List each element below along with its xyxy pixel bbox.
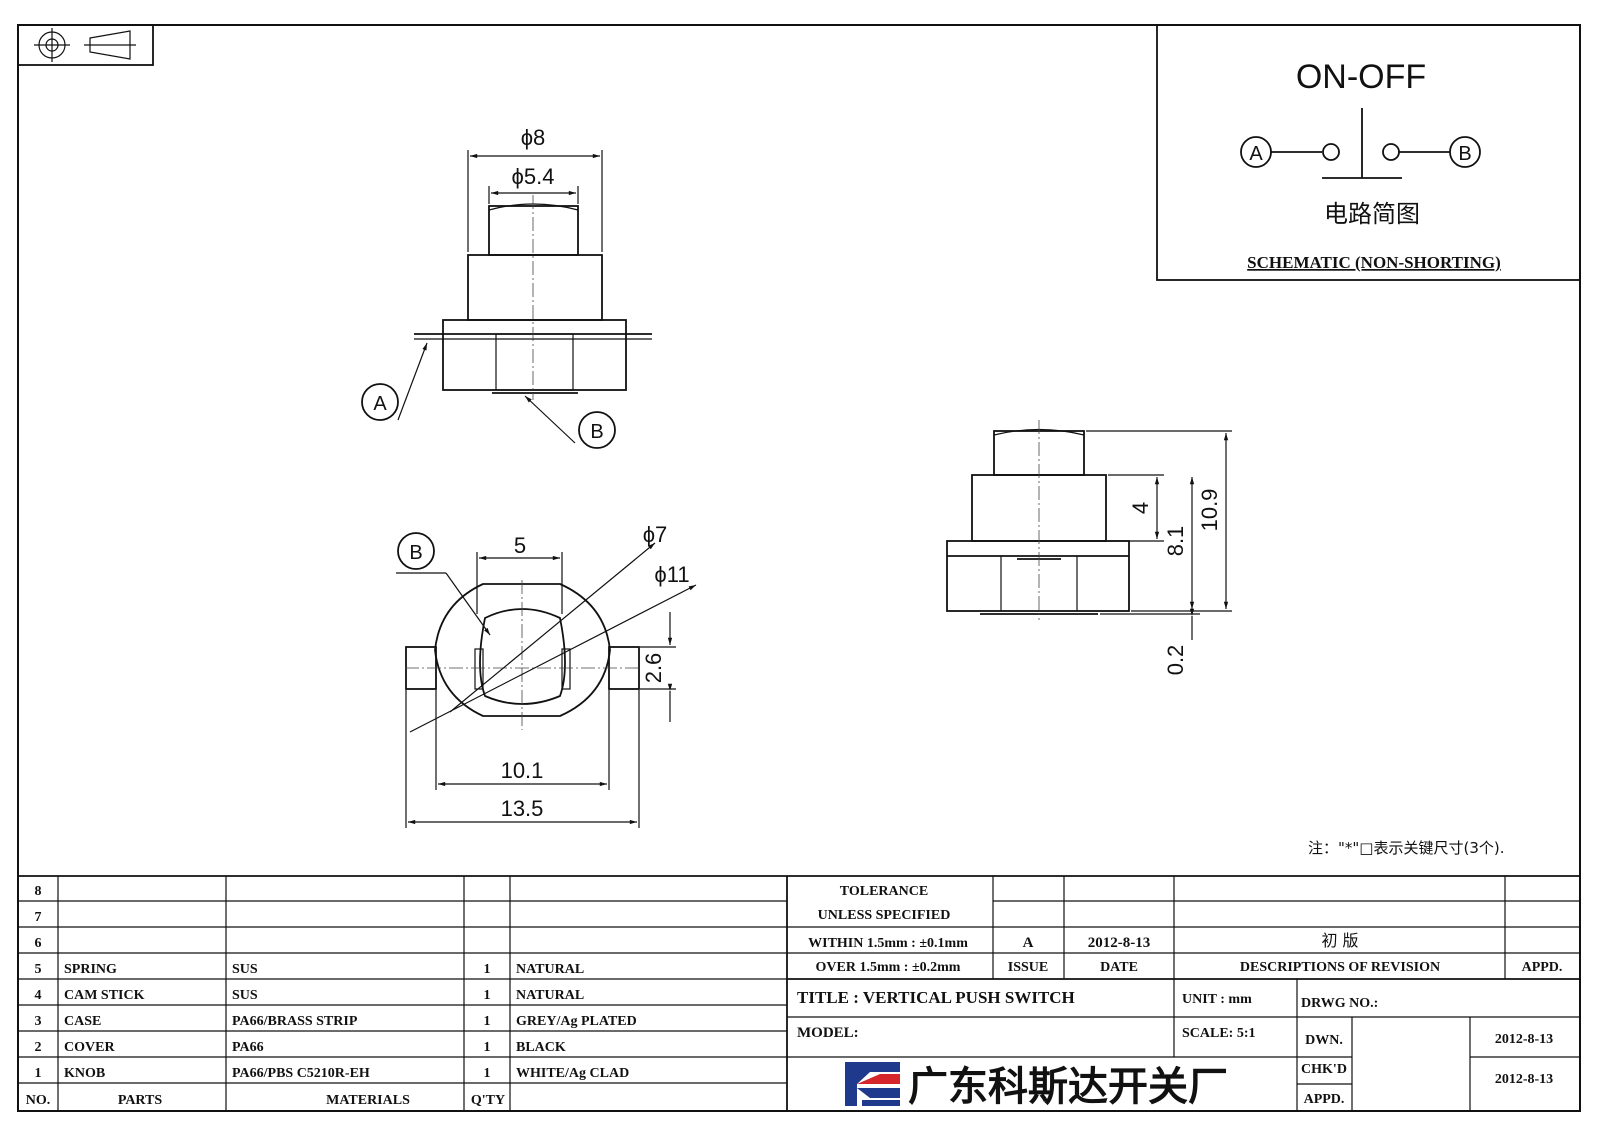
bom-cell-material: PA66/BRASS STRIP: [232, 1014, 358, 1029]
dim-width-5: 5: [514, 533, 526, 558]
bom-cell-no: 3: [35, 1014, 42, 1029]
bom-table: [18, 875, 1580, 1111]
dim-dia-7: ϕ7: [643, 522, 668, 547]
rev-desc: 初 版: [1321, 931, 1358, 950]
company-name: 广东科斯达开关厂: [908, 1064, 1228, 1110]
bom-cell-no: 6: [35, 936, 42, 951]
bom-cell-qty: 1: [484, 988, 491, 1003]
bom-cell-no: 8: [35, 884, 42, 899]
dim-h-2-6: 2.6: [641, 653, 666, 684]
dim-knob-outer: ϕ8: [521, 125, 546, 150]
header-date: DATE: [1100, 960, 1138, 975]
bom-cell-no: 2: [35, 1040, 42, 1055]
bom-cell-part: SPRING: [64, 962, 117, 977]
bom-cell-qty: 1: [484, 1014, 491, 1029]
bom-cell-material: PA66: [232, 1040, 264, 1055]
appd-label: APPD.: [1304, 1092, 1345, 1107]
rev-issue: A: [1023, 935, 1034, 951]
tolerance-subtitle: UNLESS SPECIFIED: [818, 908, 951, 923]
bom-cell-qty: 1: [484, 1066, 491, 1081]
dwn-label: DWN.: [1305, 1033, 1343, 1048]
callout-a-icon: [361, 383, 399, 421]
bom-cell-part: COVER: [64, 1040, 115, 1055]
dim-dia-11: ϕ11: [654, 562, 689, 587]
chkd-label: CHK'D: [1301, 1062, 1347, 1077]
bom-cell-part: KNOB: [64, 1066, 105, 1081]
bom-cell-qty: 1: [484, 1040, 491, 1055]
bom-cell-material: PA66/PBS C5210R-EH: [232, 1066, 370, 1081]
chk-date: 2012-8-13: [1495, 1072, 1553, 1087]
schematic-caption-cn: 电路简图: [1324, 200, 1420, 228]
bom-cell-qty: 1: [484, 962, 491, 977]
terminal-b-icon: [1449, 136, 1481, 168]
top-view: 5 ϕ7 ϕ11 B 2.6 10.1 13.5: [396, 522, 697, 828]
tolerance-within: WITHIN 1.5mm : ±0.1mm: [808, 936, 968, 951]
schematic-box: ON-OFF A B 电路简图 SCHEMATIC (NON-SHORTING): [1156, 24, 1581, 281]
bom-cell-part: CAM STICK: [64, 988, 145, 1003]
model-label: MODEL:: [797, 1025, 859, 1041]
dim-h-0-2: 0.2: [1163, 645, 1188, 676]
header-qty: Q'TY: [471, 1093, 505, 1108]
header-parts: PARTS: [118, 1093, 163, 1108]
bom-cell-material: SUS: [232, 962, 258, 977]
bom-cell-finish: BLACK: [516, 1040, 566, 1055]
header-issue: ISSUE: [1008, 960, 1048, 975]
unit-label: UNIT : mm: [1182, 992, 1252, 1007]
callout-b-top-icon: [397, 532, 435, 570]
header-materials: MATERIALS: [326, 1093, 410, 1108]
bom-cell-finish: NATURAL: [516, 988, 584, 1003]
bom-cell-no: 7: [35, 910, 42, 925]
bom-cell-material: SUS: [232, 988, 258, 1003]
drawing-title: TITLE : VERTICAL PUSH SWITCH: [797, 988, 1075, 1007]
bom-cell-finish: WHITE/Ag CLAD: [516, 1066, 629, 1081]
bom-cell-finish: GREY/Ag PLATED: [516, 1014, 637, 1029]
tolerance-title: TOLERANCE: [840, 884, 928, 899]
tolerance-over: OVER 1.5mm : ±0.2mm: [816, 960, 961, 975]
projection-symbol-icon: [17, 24, 154, 66]
dwn-date: 2012-8-13: [1495, 1032, 1553, 1047]
dim-knob-inner: ϕ5.4: [512, 164, 555, 189]
bom-cell-no: 4: [35, 988, 42, 1003]
schematic-title: ON-OFF: [1296, 58, 1426, 96]
bom-headers: NO. PARTS MATERIALS Q'TY: [26, 1093, 505, 1108]
header-descriptions: DESCRIPTIONS OF REVISION: [1240, 960, 1440, 975]
callout-a-label: A: [373, 393, 387, 415]
dim-w-10-1: 10.1: [501, 758, 544, 783]
dim-h-4: 4: [1128, 502, 1153, 514]
side-view: 4 8.1 10.9 0.2: [946, 420, 1232, 676]
bom-cell-no: 1: [35, 1066, 42, 1081]
schematic-label-b: B: [1458, 143, 1471, 165]
company-logo-icon: [845, 1062, 900, 1106]
drwg-no-label: DRWG NO.:: [1301, 996, 1378, 1011]
dim-w-13-5: 13.5: [501, 796, 544, 821]
callout-b-icon: [578, 411, 616, 449]
bom-cell-no: 5: [35, 962, 42, 977]
rev-date: 2012-8-13: [1088, 935, 1151, 951]
header-no: NO.: [26, 1093, 51, 1108]
drawing-border: [17, 24, 1581, 1112]
title-block: [787, 876, 1580, 1111]
note-text: 注："*"□表示关键尺寸(3个).: [1308, 839, 1505, 857]
bom-cell-part: CASE: [64, 1014, 101, 1029]
header-appd: APPD.: [1522, 960, 1563, 975]
dim-h-8-1: 8.1: [1163, 526, 1188, 557]
callout-b-label: B: [590, 421, 603, 443]
schematic-label-a: A: [1249, 143, 1263, 165]
front-view: ϕ8 ϕ5.4 A B: [361, 125, 652, 449]
callout-b-top-label: B: [409, 542, 422, 564]
bom-cell-finish: NATURAL: [516, 962, 584, 977]
scale-label: SCALE: 5:1: [1182, 1026, 1256, 1041]
dim-h-10-9: 10.9: [1197, 489, 1222, 532]
schematic-caption-en: SCHEMATIC (NON-SHORTING): [1247, 253, 1501, 272]
